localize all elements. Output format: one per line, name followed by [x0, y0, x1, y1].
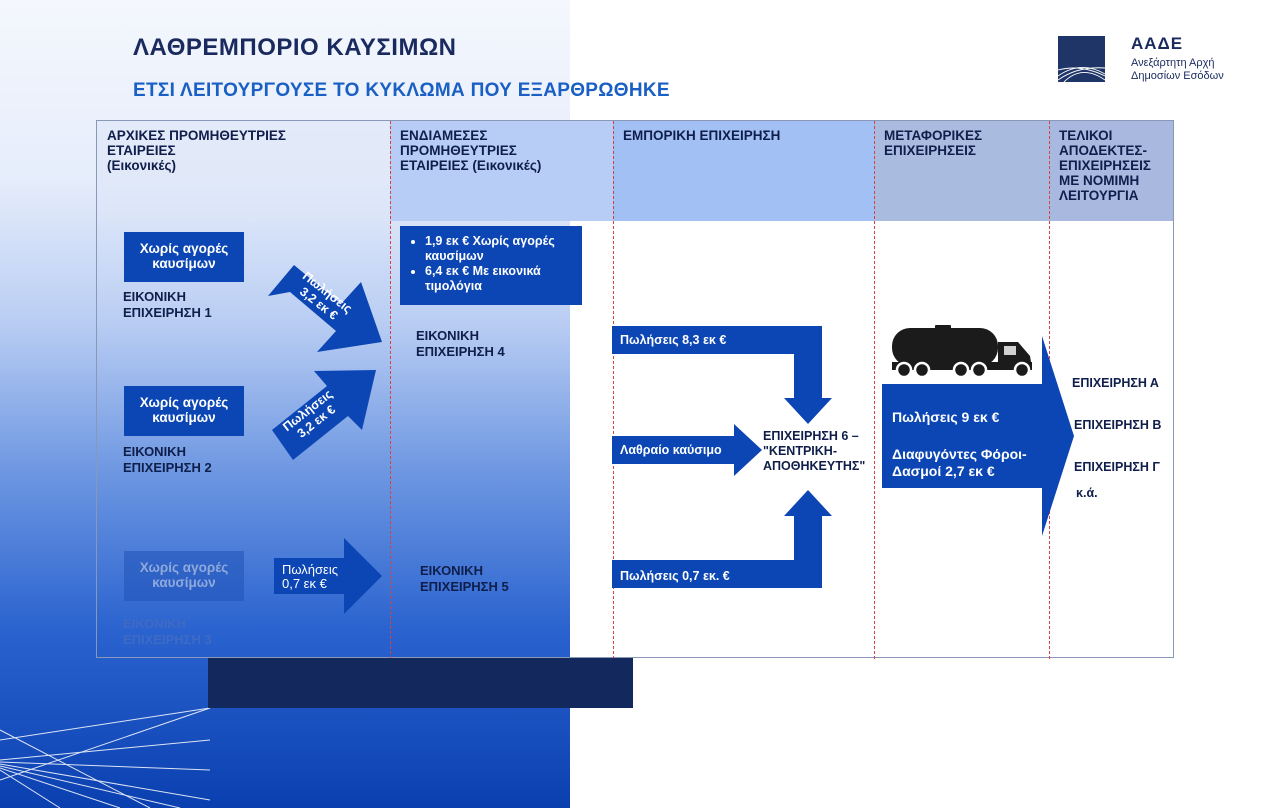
column-header-line: (Εικονικές)	[107, 158, 176, 173]
label-line: ΕΠΙΧΕΙΡΗΣΗ 2	[123, 460, 212, 475]
box-text: καυσίμων	[152, 256, 216, 271]
column-header-line: ΑΠΟΔΕΚΤΕΣ-	[1059, 143, 1147, 158]
box-text: Χωρίς αγορές	[139, 395, 229, 410]
evaded-taxes-label: Διαφυγόντες Φόροι- Δασμοί 2,7 εκ €	[892, 446, 1027, 480]
bullet-text: τιμολόγια	[425, 279, 482, 293]
column-separator	[1049, 121, 1050, 659]
label-line: ΕΠΙΧΕΙΡΗΣΗ 6 –	[763, 429, 859, 443]
bullet-item: 6,4 εκ € Με εικονικά τιμολόγια	[425, 264, 576, 294]
column-header-line: ΛΕΙΤΟΥΡΓΙΑ	[1059, 188, 1139, 203]
box-text: καυσίμων	[152, 575, 216, 590]
box-text: Χωρίς αγορές	[139, 241, 229, 256]
supplier3-name: ΕΙΚΟΝΙΚΗ ΕΠΙΧΕΙΡΗΣΗ 3	[123, 616, 212, 648]
sales-bottom-label: Πωλήσεις 0,7 εκ. €	[620, 569, 730, 583]
label-line: ΕΠΙΧΕΙΡΗΣΗ 3	[123, 632, 212, 647]
label-line: Διαφυγόντες Φόροι-	[892, 446, 1027, 462]
column-header-line: ΕΤΑΙΡΕΙΕΣ	[107, 143, 176, 158]
bullet-text: καυσίμων	[425, 249, 484, 263]
company4-name: ΕΙΚΟΝΙΚΗ ΕΠΙΧΕΙΡΗΣΗ 4	[416, 328, 505, 360]
recipient-b: ΕΠΙΧΕΙΡΗΣΗ Β	[1074, 418, 1162, 432]
bullet-text: 1,9 εκ € Χωρίς αγορές	[425, 234, 555, 248]
bullet-item: 1,9 εκ € Χωρίς αγορές καυσίμων	[425, 234, 576, 264]
supplier1-box: Χωρίς αγορές καυσίμων	[124, 232, 244, 282]
logo-subtitle-line: Ανεξάρτητη Αρχή	[1131, 57, 1215, 69]
supplier3-box-text: Χωρίς αγορές καυσίμων	[124, 560, 244, 590]
box-text: καυσίμων	[152, 410, 216, 425]
column-header-recipients: ΤΕΛΙΚΟΙ ΑΠΟΔΕΚΤΕΣ- ΕΠΙΧΕΙΡΗΣΕΙΣ ΜΕ ΝΟΜΙΜ…	[1049, 121, 1173, 221]
box-text: Χωρίς αγορές	[139, 560, 229, 575]
flow-diagram: ΑΡΧΙΚΕΣ ΠΡΟΜΗΘΕΥΤΡΙΕΣ ΕΤΑΙΡΕΙΕΣ (Εικονικ…	[96, 120, 1174, 659]
label-line: ΕΠΙΧΕΙΡΗΣΗ 5	[420, 579, 509, 594]
aade-logo-icon	[1058, 36, 1105, 82]
label-line: ΕΙΚΟΝΙΚΗ	[123, 616, 186, 631]
sales-top-label: Πωλήσεις 8,3 εκ €	[620, 333, 727, 347]
column-header-line: ΕΠΙΧΕΙΡΗΣΕΙΣ	[1059, 158, 1151, 173]
column-header-commercial: ΕΜΠΟΡΙΚΗ ΕΠΙΧΕΙΡΗΣΗ	[613, 121, 874, 221]
label-line: ΕΠΙΧΕΙΡΗΣΗ 4	[416, 344, 505, 359]
label-line: ΕΙΚΟΝΙΚΗ	[416, 328, 479, 343]
column-header-initial-suppliers: ΑΡΧΙΚΕΣ ΠΡΟΜΗΘΕΥΤΡΙΕΣ ΕΤΑΙΡΕΙΕΣ (Εικονικ…	[97, 121, 390, 221]
column-header-transport: ΜΕΤΑΦΟΡΙΚΕΣ ΕΠΙΧΕΙΡΗΣΕΙΣ	[874, 121, 1049, 221]
supplier2-box: Χωρίς αγορές καυσίμων	[124, 386, 244, 436]
column-header-line: ΕΜΠΟΡΙΚΗ ΕΠΙΧΕΙΡΗΣΗ	[623, 128, 781, 143]
logo-subtitle-line: Δημοσίων Εσόδων	[1131, 70, 1224, 82]
decorative-lines	[0, 707, 211, 808]
logo-subtitle: Ανεξάρτητη Αρχή Δημοσίων Εσόδων	[1131, 57, 1241, 83]
label-line: Δασμοί 2,7 εκ €	[892, 463, 995, 479]
bullet-text: 6,4 εκ € Με εικονικά	[425, 264, 541, 278]
column-separator	[874, 121, 875, 659]
column-header-line: ΜΕ ΝΟΜΙΜΗ	[1059, 173, 1140, 188]
company5-name: ΕΙΚΟΝΙΚΗ ΕΠΙΧΕΙΡΗΣΗ 5	[420, 563, 509, 595]
aade-logo: ΑΑΔΕ Ανεξάρτητη Αρχή Δημοσίων Εσόδων	[1058, 34, 1241, 86]
label-line: 0,7 εκ €	[282, 576, 327, 591]
column-header-line: ΑΡΧΙΚΕΣ ΠΡΟΜΗΘΕΥΤΡΙΕΣ	[107, 128, 286, 143]
recipient-c: ΕΠΙΧΕΙΡΗΣΗ Γ	[1074, 460, 1160, 474]
column-header-line: ΠΡΟΜΗΘΕΥΤΡΙΕΣ	[400, 143, 517, 158]
smuggled-fuel-label: Λαθραίο καύσιμο	[620, 443, 722, 457]
label-line: Πωλήσεις	[282, 562, 338, 577]
column-header-line: ΕΝΔΙΑΜΕΣΕΣ	[400, 128, 488, 143]
label-line: ΕΠΙΧΕΙΡΗΣΗ 1	[123, 305, 212, 320]
column-header-line: ΜΕΤΑΦΟΡΙΚΕΣ	[884, 128, 983, 143]
label-line: ΕΙΚΟΝΙΚΗ	[123, 444, 186, 459]
footer-bar	[208, 658, 633, 708]
label-line: ΑΠΟΘΗΚΕΥΤΗΣ"	[763, 459, 866, 473]
label-line: ΕΙΚΟΝΙΚΗ	[420, 563, 483, 578]
column-header-intermediate-suppliers: ΕΝΔΙΑΜΕΣΕΣ ΠΡΟΜΗΘΕΥΤΡΙΕΣ ΕΤΑΙΡΕΙΕΣ (Εικο…	[390, 121, 613, 221]
column-separator	[390, 121, 391, 659]
column-header-line: ΕΠΙΧΕΙΡΗΣΕΙΣ	[884, 143, 976, 158]
column-separator	[613, 121, 614, 659]
page-title: ΛΑΘΡΕΜΠΟΡΙΟ ΚΑΥΣΙΜΩΝ	[133, 34, 457, 61]
page-subtitle: ΕΤΣΙ ΛΕΙΤΟΥΡΓΟΥΣΕ ΤΟ ΚΥΚΛΩΜΑ ΠΟΥ ΕΞΑΡΘΡΩ…	[133, 80, 670, 101]
label-line: "ΚΕΝΤΡΙΚΗ-	[763, 444, 837, 458]
supplier1-name: ΕΙΚΟΝΙΚΗ ΕΠΙΧΕΙΡΗΣΗ 1	[123, 289, 212, 321]
supplier2-name: ΕΙΚΟΝΙΚΗ ΕΠΙΧΕΙΡΗΣΗ 2	[123, 444, 212, 476]
column-header-line: ΕΤΑΙΡΕΙΕΣ (Εικονικές)	[400, 158, 542, 173]
recipient-etc: κ.ά.	[1076, 486, 1098, 500]
hub-company-name: ΕΠΙΧΕΙΡΗΣΗ 6 – "ΚΕΝΤΡΙΚΗ- ΑΠΟΘΗΚΕΥΤΗΣ"	[763, 429, 865, 474]
recipient-a: ΕΠΙΧΕΙΡΗΣΗ Α	[1072, 376, 1159, 390]
label-line: ΕΙΚΟΝΙΚΗ	[123, 289, 186, 304]
column-header-line: ΤΕΛΙΚΟΙ	[1059, 128, 1113, 143]
intermediate-info-box: 1,9 εκ € Χωρίς αγορές καυσίμων 6,4 εκ € …	[400, 226, 582, 305]
supplier3-sales-label: Πωλήσεις 0,7 εκ €	[282, 563, 338, 591]
logo-name: ΑΑΔΕ	[1131, 34, 1184, 53]
transport-sales-label: Πωλήσεις 9 εκ €	[892, 409, 1000, 425]
